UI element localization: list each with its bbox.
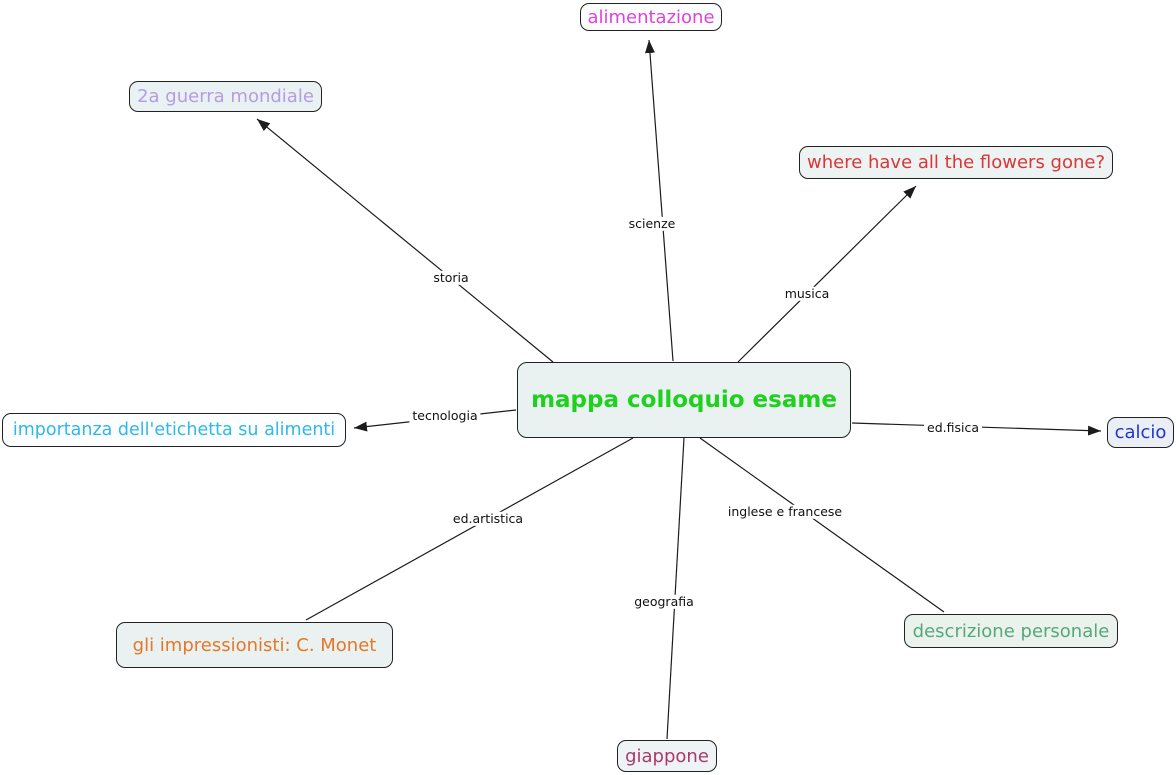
edge-inglese-e-francese — [699, 437, 945, 613]
node-alimentazione[interactable]: alimentazione — [580, 3, 722, 31]
edge-label-tecnologia[interactable]: tecnologia — [409, 408, 481, 424]
node-mappa-colloquio-esame[interactable]: mappa colloquio esame — [517, 362, 851, 438]
node-giappone[interactable]: giappone — [617, 740, 717, 772]
edge-label-ed-fisica[interactable]: ed.fisica — [924, 420, 982, 436]
edge-storia — [256, 118, 554, 363]
edge-label-musica[interactable]: musica — [781, 286, 833, 302]
node-where-have-all-the-flowers-gone[interactable]: where have all the flowers gone? — [799, 146, 1113, 179]
edge-ed-artistica — [305, 437, 634, 621]
edge-label-scienze[interactable]: scienze — [625, 216, 679, 232]
edge-label-inglese-e-francese[interactable]: inglese e francese — [724, 504, 846, 520]
node-calcio[interactable]: calcio — [1107, 417, 1174, 448]
edge-geografia — [666, 437, 685, 740]
edge-label-storia[interactable]: storia — [430, 270, 472, 286]
edge-label-ed-artistica[interactable]: ed.artistica — [449, 511, 527, 527]
node-2a-guerra-mondiale[interactable]: 2a guerra mondiale — [129, 81, 322, 112]
edge-label-geografia[interactable]: geografia — [631, 594, 697, 610]
node-descrizione-personale[interactable]: descrizione personale — [904, 614, 1118, 648]
node-gli-impressionisti-monet[interactable]: gli impressionisti: C. Monet — [116, 622, 393, 668]
edge-musica — [737, 185, 917, 363]
node-importanza-etichetta-alimenti[interactable]: importanza dell'etichetta su alimenti — [2, 413, 346, 447]
edge-scienze — [644, 39, 674, 362]
